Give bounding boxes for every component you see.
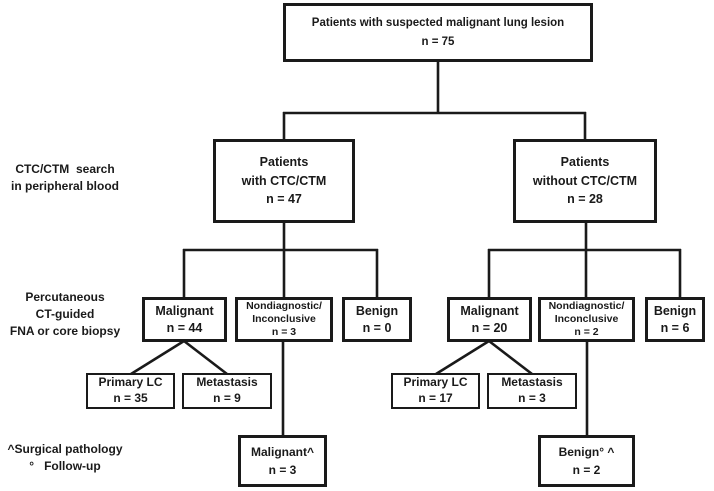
footnote-surgical: ^Surgical pathology [7, 442, 123, 456]
node-count: n = 9 [213, 391, 241, 405]
connector-line [130, 339, 185, 376]
node-count: n = 0 [362, 320, 392, 335]
node-count: n = 20 [471, 320, 508, 335]
label-footnotes: ^Surgical pathology ° Follow-up [0, 441, 130, 475]
node-title: Malignant [460, 303, 519, 318]
node-title: Metastasis [501, 375, 563, 390]
node-root: Patients with suspected malignant lung l… [283, 3, 593, 62]
node-surgical-benign: Benign° ^ n = 2 [538, 435, 635, 487]
node-title: Malignant^ [250, 445, 314, 459]
node-count: n = 75 [421, 35, 455, 48]
node-right-nondiagnostic: Nondiagnostic/ Inconclusive n = 2 [538, 297, 635, 342]
label-line: CTC/CTM search [15, 162, 115, 176]
node-with-ctc: Patients with CTC/CTM n = 47 [213, 139, 355, 223]
node-count: n = 35 [113, 391, 148, 405]
node-right-benign: Benign n = 6 [645, 297, 705, 342]
node-title: Benign° ^ [558, 445, 615, 459]
node-title: Primary LC [98, 375, 163, 390]
node-left-metastasis: Metastasis n = 9 [182, 373, 272, 409]
node-count: n = 17 [418, 391, 453, 405]
node-title: Patients [259, 154, 309, 169]
node-surgical-malignant: Malignant^ n = 3 [238, 435, 327, 487]
node-count: n = 28 [567, 192, 603, 207]
node-title: with CTC/CTM [241, 173, 327, 188]
node-count: n = 2 [572, 463, 601, 477]
node-title: without CTC/CTM [532, 173, 638, 188]
label-ctc-search: CTC/CTM search in peripheral blood [0, 161, 130, 196]
node-left-primary-lc: Primary LC n = 35 [86, 373, 175, 409]
node-title: Metastasis [196, 375, 258, 390]
node-right-metastasis: Metastasis n = 3 [487, 373, 577, 409]
footnote-followup: ° Follow-up [29, 458, 101, 473]
node-count: n = 3 [518, 391, 546, 405]
label-line: CT-guided [35, 306, 95, 321]
node-count: n = 47 [266, 192, 302, 207]
node-title: Inconclusive [252, 312, 316, 325]
node-count: n = 2 [574, 326, 599, 339]
node-left-benign: Benign n = 0 [342, 297, 412, 342]
node-right-primary-lc: Primary LC n = 17 [391, 373, 480, 409]
label-line: FNA or core biopsy [9, 323, 121, 338]
node-title: Benign [355, 303, 399, 318]
node-right-malignant: Malignant n = 20 [447, 297, 532, 342]
label-line: Percutaneous [25, 290, 105, 304]
node-left-nondiagnostic: Nondiagnostic/ Inconclusive n = 3 [235, 297, 333, 342]
node-count: n = 44 [166, 320, 203, 335]
node-title: Malignant [155, 303, 214, 318]
connector-line [435, 339, 490, 376]
node-title: Primary LC [403, 375, 468, 390]
node-title: Benign [653, 303, 697, 318]
node-title: Patients [560, 154, 610, 169]
node-count: n = 3 [271, 326, 297, 339]
node-without-ctc: Patients without CTC/CTM n = 28 [513, 139, 657, 223]
connector-line [488, 339, 533, 376]
node-left-malignant: Malignant n = 44 [142, 297, 227, 342]
node-count: n = 6 [660, 320, 690, 335]
node-title: Nondiagnostic/ [246, 299, 322, 312]
label-biopsy: Percutaneous CT-guided FNA or core biops… [0, 289, 130, 339]
label-line: in peripheral blood [10, 179, 119, 194]
node-title: Nondiagnostic/ [548, 299, 625, 312]
node-title: Patients with suspected malignant lung l… [311, 17, 565, 30]
node-title: Inconclusive [554, 312, 619, 325]
connector-line [183, 339, 228, 376]
node-count: n = 3 [268, 463, 297, 477]
